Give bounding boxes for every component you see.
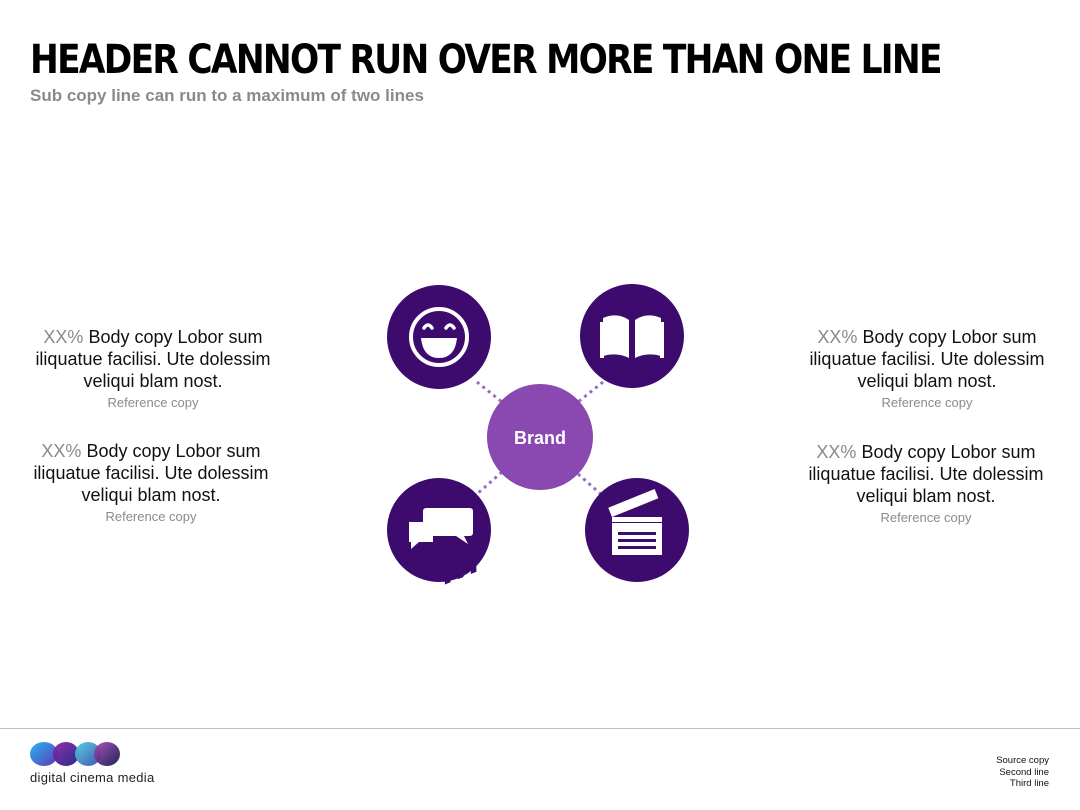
connector-line [476, 470, 503, 496]
sub-copy: Sub copy line can run to a maximum of tw… [30, 86, 424, 105]
connector-line [577, 472, 604, 498]
node-book [580, 284, 684, 388]
logo-text: digital cinema media [30, 770, 155, 785]
node-clapperboard [444, 478, 689, 585]
percentage: XX% [816, 442, 857, 462]
connector-line [577, 380, 604, 404]
speech-bubbles-icon [409, 508, 473, 549]
dcm-logo-icon [30, 742, 120, 766]
node-chat [387, 478, 491, 582]
reference-copy: Reference copy [881, 395, 973, 410]
node-smiley [387, 285, 491, 389]
percentage: XX% [43, 327, 84, 347]
clapperboard-icon [444, 488, 662, 585]
reference-copy: Reference copy [880, 510, 972, 525]
reference-copy: Reference copy [107, 395, 199, 410]
smiley-icon [409, 307, 469, 367]
percentage: XX% [817, 327, 858, 347]
reference-copy: Reference copy [105, 509, 197, 524]
brand-label: Brand [514, 428, 566, 448]
footer-divider [0, 728, 1080, 729]
page-title: HEADER CANNOT RUN OVER MORE THAN ONE LIN… [30, 37, 942, 83]
connector-line [476, 380, 503, 404]
source-copy: Source copy Second line Third line [996, 755, 1049, 789]
brand-circle [487, 384, 593, 490]
open-book-icon [600, 315, 664, 358]
percentage: XX% [41, 441, 82, 461]
